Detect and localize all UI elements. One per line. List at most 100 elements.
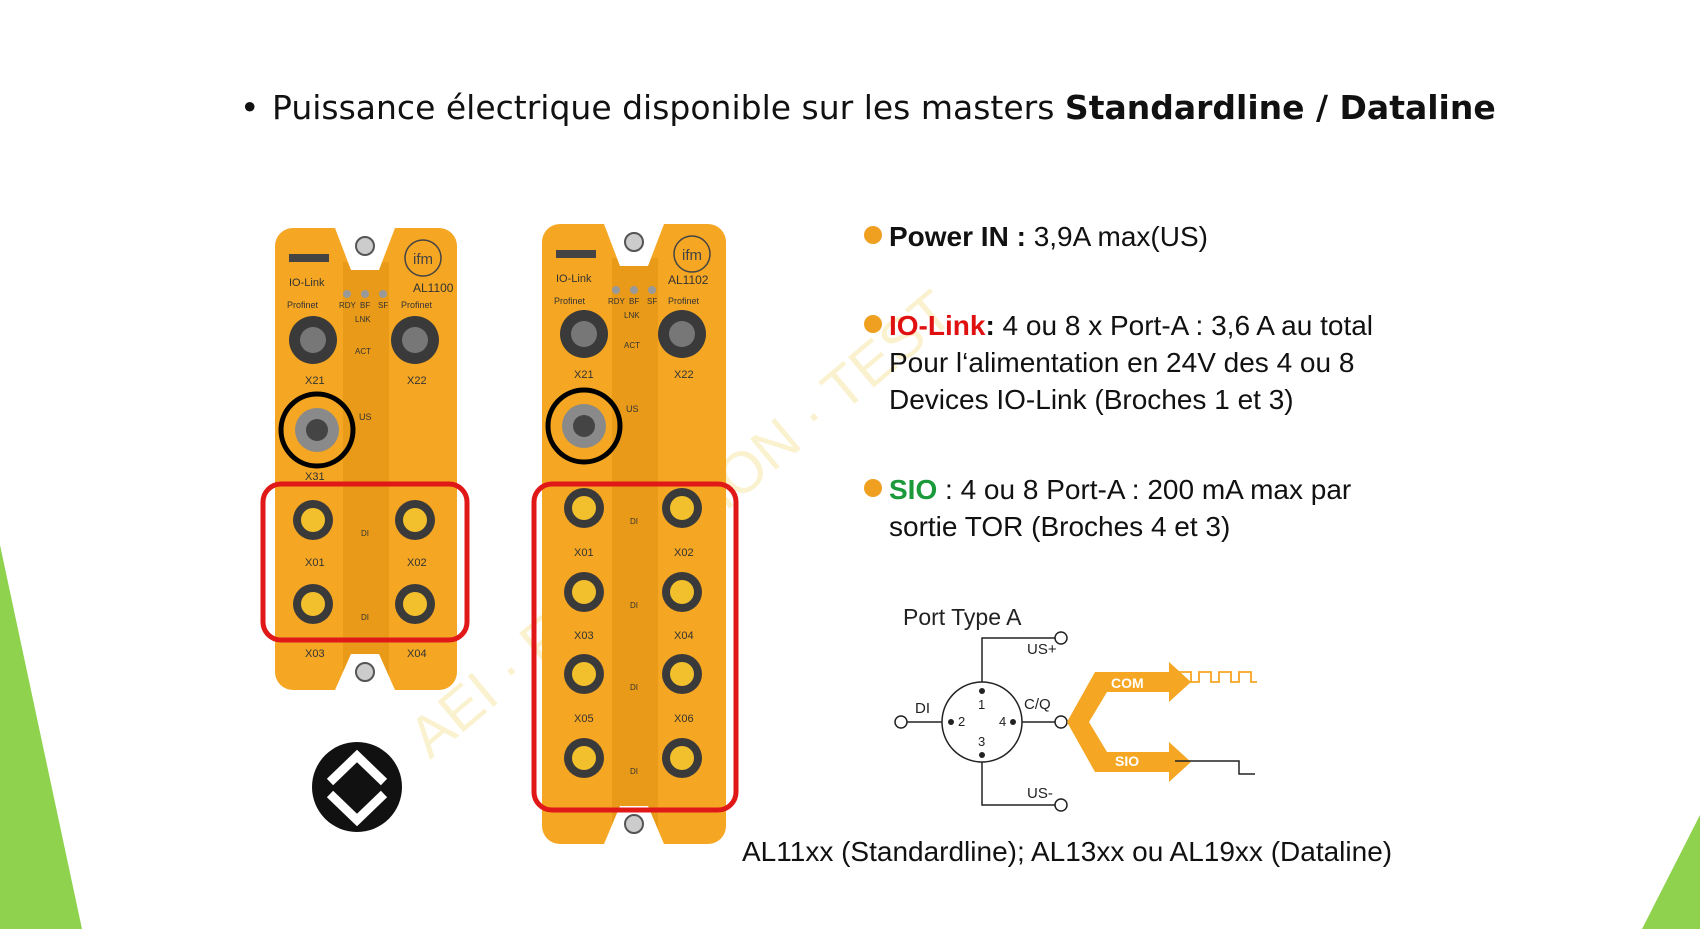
pin1-dot (979, 688, 985, 694)
fork-arrow-shape (1067, 662, 1191, 782)
mount-hole-top-icon (355, 236, 375, 256)
us-minus-wire (981, 755, 1059, 806)
title-bullet: • (240, 88, 260, 127)
led-label-rdy: RDY (339, 301, 357, 310)
di-label-2: DI (361, 613, 369, 622)
arrow-up-icon (326, 749, 388, 786)
module-center-strip (612, 258, 658, 838)
port-x21-label: X21 (574, 369, 594, 381)
port-x22-label: X22 (407, 375, 427, 387)
port-x02-label: X02 (674, 547, 694, 559)
io-link-label: IO-Link (889, 310, 986, 341)
pin1-label: 1 (978, 697, 985, 712)
di-label-1: DI (630, 517, 638, 526)
led-bf (361, 290, 369, 298)
act-label: ACT (355, 347, 371, 356)
sio-text-2: sortie TOR (Broches 4 et 3) (889, 511, 1231, 542)
brand-label: IO-Link (556, 273, 592, 285)
port-x31-label: X31 (305, 471, 325, 483)
port-x02-label: X02 (407, 557, 427, 569)
cq-terminal (1054, 715, 1068, 729)
sio-block: SIO : 4 ou 8 Port-A : 200 mA max par sor… (864, 471, 1351, 545)
port-x21-face (300, 327, 326, 353)
sio-diagram-label: SIO (1115, 753, 1139, 769)
us-plus-wire (981, 637, 1059, 691)
port-x04-label: X04 (674, 630, 694, 642)
port-x05-label: X05 (574, 713, 594, 725)
power-highlight-circle (545, 387, 623, 465)
brand-stripes (556, 250, 596, 258)
ifm-logo-text: ifm (682, 247, 702, 264)
pin4-dot (1010, 719, 1016, 725)
us-label: US (626, 404, 639, 414)
led-rdy (612, 286, 620, 294)
led-bf (630, 286, 638, 294)
sio-label: SIO (889, 474, 938, 505)
bullet-icon (864, 315, 882, 333)
profinet-left-label: Profinet (554, 296, 586, 306)
bullet-icon (864, 226, 882, 244)
io-link-text-2: Pour l‘alimentation en 24V des 4 ou 8 (889, 347, 1355, 378)
port-x04-label: X04 (407, 648, 427, 660)
swap-arrows-background (312, 742, 402, 832)
port-x22-label: X22 (674, 369, 694, 381)
mount-hole-top-icon (624, 232, 644, 252)
cq-label: C/Q (1024, 696, 1051, 713)
port-x08-face (670, 746, 694, 770)
led-label-bf: BF (629, 297, 639, 306)
led-label-bf: BF (360, 301, 370, 310)
port-x06-face (670, 662, 694, 686)
swap-arrows-icon (312, 742, 402, 832)
module-center-strip (343, 262, 389, 682)
port-diagram-title: Port Type A (903, 604, 1022, 630)
profinet-right-label: Profinet (401, 300, 433, 310)
power-in-block: Power IN : 3,9A max(US) (864, 218, 1208, 255)
io-ports-highlight (260, 481, 470, 643)
io-link-block: IO-Link: 4 ou 8 x Port-A : 3,6 A au tota… (864, 307, 1373, 418)
led-sf (379, 290, 387, 298)
us-plus-label: US+ (1027, 641, 1057, 658)
pin2-label: 2 (958, 714, 965, 729)
led-rdy (343, 290, 351, 298)
port-x02-face (403, 508, 427, 532)
port-x03-label: X03 (574, 630, 594, 642)
port-x21-label: X21 (305, 375, 325, 387)
led-label-sf: SF (378, 301, 388, 310)
power-highlight-circle (278, 391, 356, 469)
pin2-dot (948, 719, 954, 725)
com-waveform (1175, 671, 1257, 683)
module-al1100: ifm IO-Link AL1100 RDY BF SF Profinet Pr… (260, 228, 470, 690)
power-connector-face (306, 419, 328, 441)
port-x04-face (403, 592, 427, 616)
us-minus-label: US- (1027, 785, 1053, 802)
mount-hole-bottom-icon (355, 662, 375, 682)
brand-label: IO-Link (289, 277, 325, 289)
brand-stripes (289, 254, 329, 262)
port-x06-label: X06 (674, 713, 694, 725)
green-corner-left (0, 545, 82, 929)
model-label: AL1102 (668, 273, 709, 287)
di-label-2: DI (630, 601, 638, 610)
act-label: ACT (624, 341, 640, 350)
us-label: US (359, 412, 372, 422)
port-x07-face (572, 746, 596, 770)
port-type-a-diagram: Port Type A US+ US- DI C/Q 1 2 3 4 COM S… (894, 604, 1257, 812)
pin3-label: 3 (978, 734, 985, 749)
profinet-right-label: Profinet (668, 296, 700, 306)
io-ports-highlight (531, 481, 739, 813)
module-al1102: ifm IO-Link AL1102 RDY BF SF Profinet Pr… (531, 224, 739, 844)
ifm-logo-text: ifm (413, 251, 433, 268)
io-link-text-3: Devices IO-Link (Broches 1 et 3) (889, 384, 1294, 415)
di-label-1: DI (361, 529, 369, 538)
power-in-text: 3,9A max(US) (1025, 221, 1208, 252)
port-x05-face (572, 662, 596, 686)
port-x03-face (301, 592, 325, 616)
lnk-label: LNK (624, 311, 640, 320)
port-x01-label: X01 (305, 557, 325, 569)
green-corner-right (1642, 815, 1700, 929)
port-x22-face (402, 327, 428, 353)
pin3-dot (979, 752, 985, 758)
di-label: DI (915, 700, 930, 717)
arrow-down-icon (326, 790, 388, 827)
port-x02-face (670, 496, 694, 520)
